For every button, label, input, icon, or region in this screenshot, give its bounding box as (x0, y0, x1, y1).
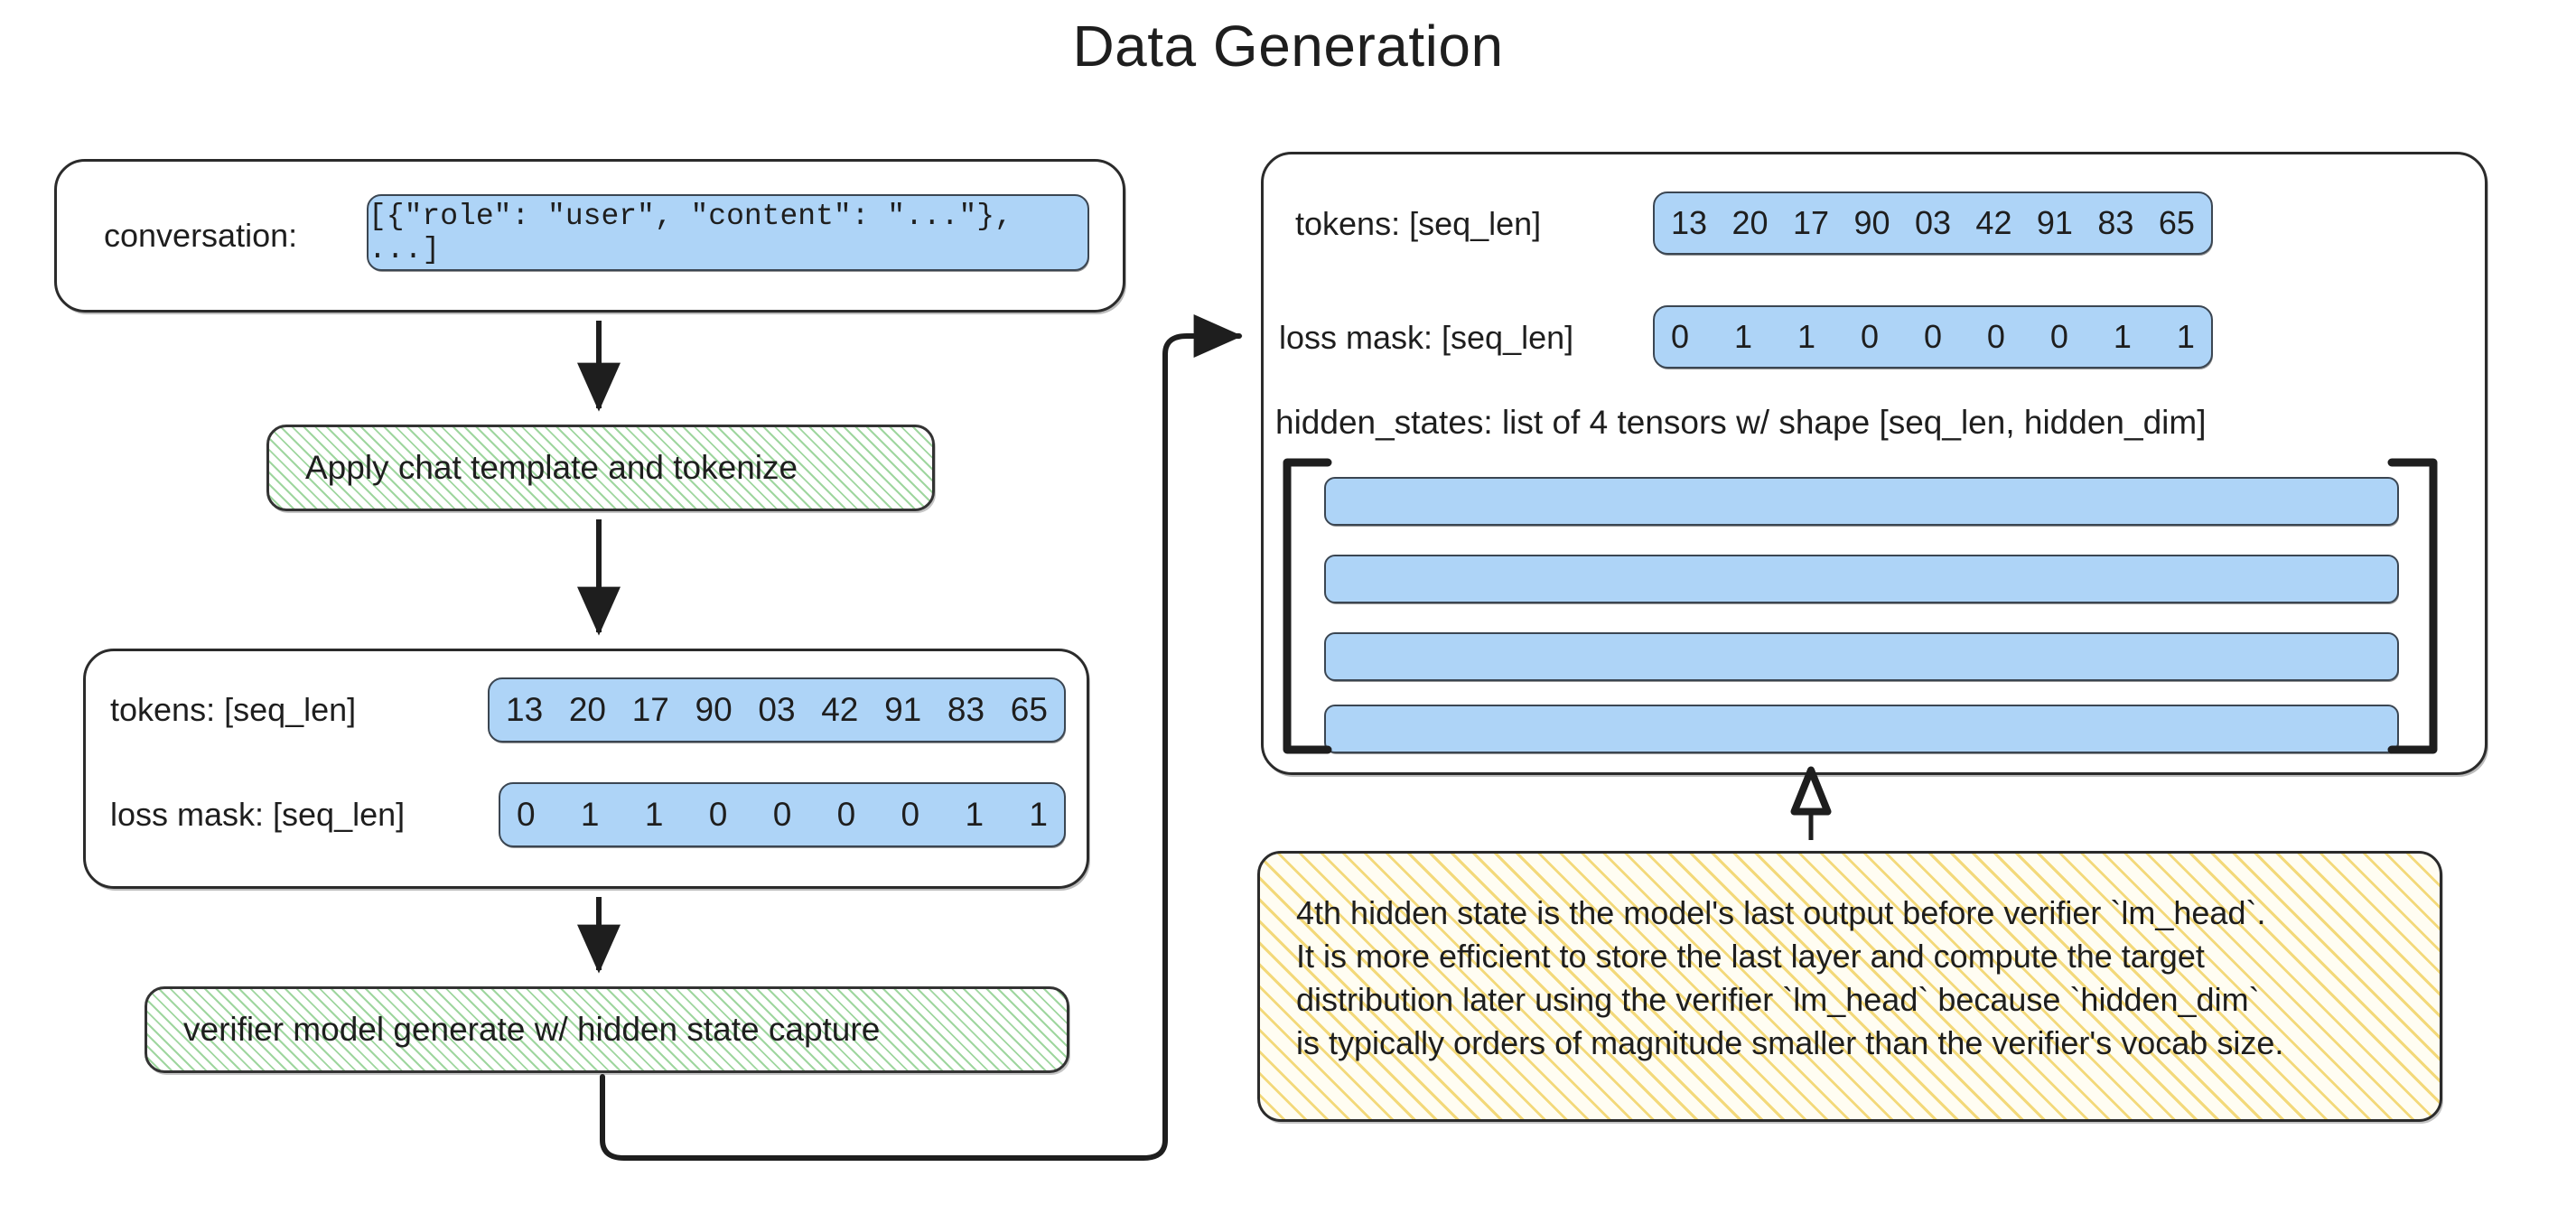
token-cell: 83 (2097, 204, 2134, 241)
token-cell: 91 (2036, 204, 2073, 241)
tokens-values-right: 13 20 17 90 03 42 91 83 65 (1653, 191, 2213, 255)
note-line: is typically orders of magnitude smaller… (1296, 1023, 2284, 1061)
token-cell: 90 (695, 691, 733, 728)
loss-mask-cell: 1 (965, 796, 985, 833)
token-cell: 42 (821, 691, 859, 728)
loss-mask-label-right: loss mask: [seq_len] (1279, 319, 1574, 356)
loss-mask-label-left: loss mask: [seq_len] (110, 796, 406, 833)
tokens-label-left: tokens: [seq_len] (110, 691, 357, 728)
loss-mask-cell: 1 (644, 796, 664, 833)
tokens-label-right: tokens: [seq_len] (1295, 205, 1542, 242)
loss-mask-cell: 0 (517, 796, 536, 833)
loss-mask-cell: 0 (836, 796, 856, 833)
token-cell: 17 (1792, 204, 1830, 241)
loss-mask-cell: 0 (1986, 318, 2005, 355)
token-cell: 20 (1731, 204, 1769, 241)
loss-mask-cell: 0 (708, 796, 728, 833)
conversation-value: [{"role": "user", "content": "..."}, ...… (367, 194, 1089, 271)
hidden-state-bar (1324, 705, 2399, 753)
note-box: 4th hidden state is the model's last out… (1257, 851, 2442, 1122)
loss-mask-values-left: 0 1 1 0 0 0 0 1 1 (499, 782, 1066, 847)
loss-mask-cell: 1 (580, 796, 600, 833)
loss-mask-cell: 1 (2113, 318, 2132, 355)
hidden-state-bar (1324, 555, 2399, 603)
loss-mask-cell: 0 (772, 796, 792, 833)
note-text: 4th hidden state is the model's last out… (1296, 892, 2409, 1065)
token-cell: 03 (1914, 204, 1951, 241)
loss-mask-cell: 0 (1671, 318, 1690, 355)
apply-chat-template-label: Apply chat template and tokenize (305, 449, 798, 486)
token-cell: 17 (631, 691, 669, 728)
token-cell: 65 (1010, 691, 1048, 728)
token-cell: 91 (884, 691, 922, 728)
loss-mask-values-right: 0 1 1 0 0 0 0 1 1 (1653, 305, 2213, 369)
token-cell: 03 (758, 691, 796, 728)
token-cell: 83 (947, 691, 985, 728)
token-cell: 65 (2158, 204, 2195, 241)
hidden-state-bar (1324, 632, 2399, 681)
loss-mask-cell: 1 (1797, 318, 1815, 355)
verifier-generate-step: verifier model generate w/ hidden state … (145, 986, 1069, 1073)
hidden-state-bar (1324, 477, 2399, 526)
tokens-values-left: 13 20 17 90 03 42 91 83 65 (488, 677, 1066, 742)
token-cell: 13 (1671, 204, 1708, 241)
loss-mask-cell: 0 (2049, 318, 2068, 355)
loss-mask-cell: 0 (1860, 318, 1879, 355)
note-line: distribution later using the verifier `l… (1296, 980, 2260, 1018)
token-cell: 13 (506, 691, 544, 728)
page-title: Data Generation (1072, 14, 1504, 79)
loss-mask-cell: 0 (901, 796, 920, 833)
loss-mask-cell: 1 (1029, 796, 1048, 833)
token-cell: 90 (1853, 204, 1890, 241)
conversation-label: conversation: (104, 217, 298, 254)
loss-mask-cell: 1 (1733, 318, 1753, 355)
loss-mask-cell: 1 (2176, 318, 2195, 355)
token-cell: 20 (568, 691, 606, 728)
verifier-generate-label: verifier model generate w/ hidden state … (183, 1011, 881, 1048)
loss-mask-cell: 0 (1923, 318, 1942, 355)
apply-chat-template-step: Apply chat template and tokenize (266, 425, 935, 511)
hidden-states-label: hidden_states: list of 4 tensors w/ shap… (1275, 404, 2207, 441)
note-line: 4th hidden state is the model's last out… (1296, 894, 2266, 931)
note-line: It is more efficient to store the last l… (1296, 937, 2205, 975)
token-cell: 42 (1975, 204, 2012, 241)
